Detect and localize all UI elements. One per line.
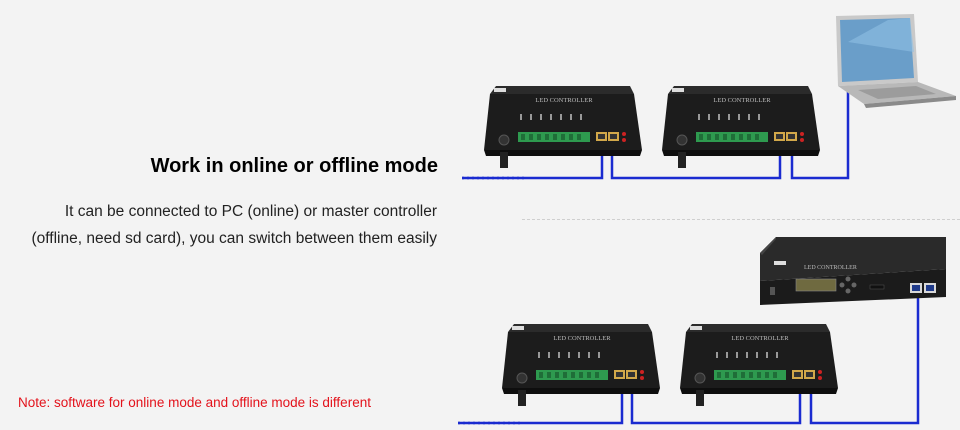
controller-label: LED CONTROLLER <box>713 97 771 104</box>
led-controller-3: LED CONTROLLER <box>502 318 662 408</box>
led-controller-4: LED CONTROLLER <box>680 318 840 408</box>
led-controller-1: LED CONTROLLER <box>484 80 644 170</box>
description: It can be connected to PC (online) or ma… <box>7 198 437 252</box>
master-controller-icon: LED CONTROLLER <box>760 237 946 305</box>
master-controller: LED CONTROLLER <box>760 235 950 307</box>
led-controller-icon: LED CONTROLLER <box>502 324 660 406</box>
note-text: Note: software for online mode and offli… <box>18 395 371 410</box>
controller-label: LED CONTROLLER <box>731 335 789 342</box>
controller-label: LED CONTROLLER <box>535 97 593 104</box>
section-title: Work in online or offline mode <box>150 155 438 177</box>
controller-label: LED CONTROLLER <box>553 335 611 342</box>
led-controller-2: LED CONTROLLER <box>662 80 822 170</box>
led-controller-icon: LED CONTROLLER <box>484 86 642 168</box>
master-label: LED CONTROLLER <box>804 265 857 271</box>
led-controller-icon: LED CONTROLLER <box>662 86 820 168</box>
description-line-2: (offline, need sd card), you can switch … <box>31 230 437 247</box>
dashed-separator <box>522 219 960 220</box>
laptop <box>828 12 958 112</box>
description-line-1: It can be connected to PC (online) or ma… <box>64 203 437 220</box>
led-controller-icon: LED CONTROLLER <box>680 324 838 406</box>
laptop-icon <box>836 14 956 108</box>
